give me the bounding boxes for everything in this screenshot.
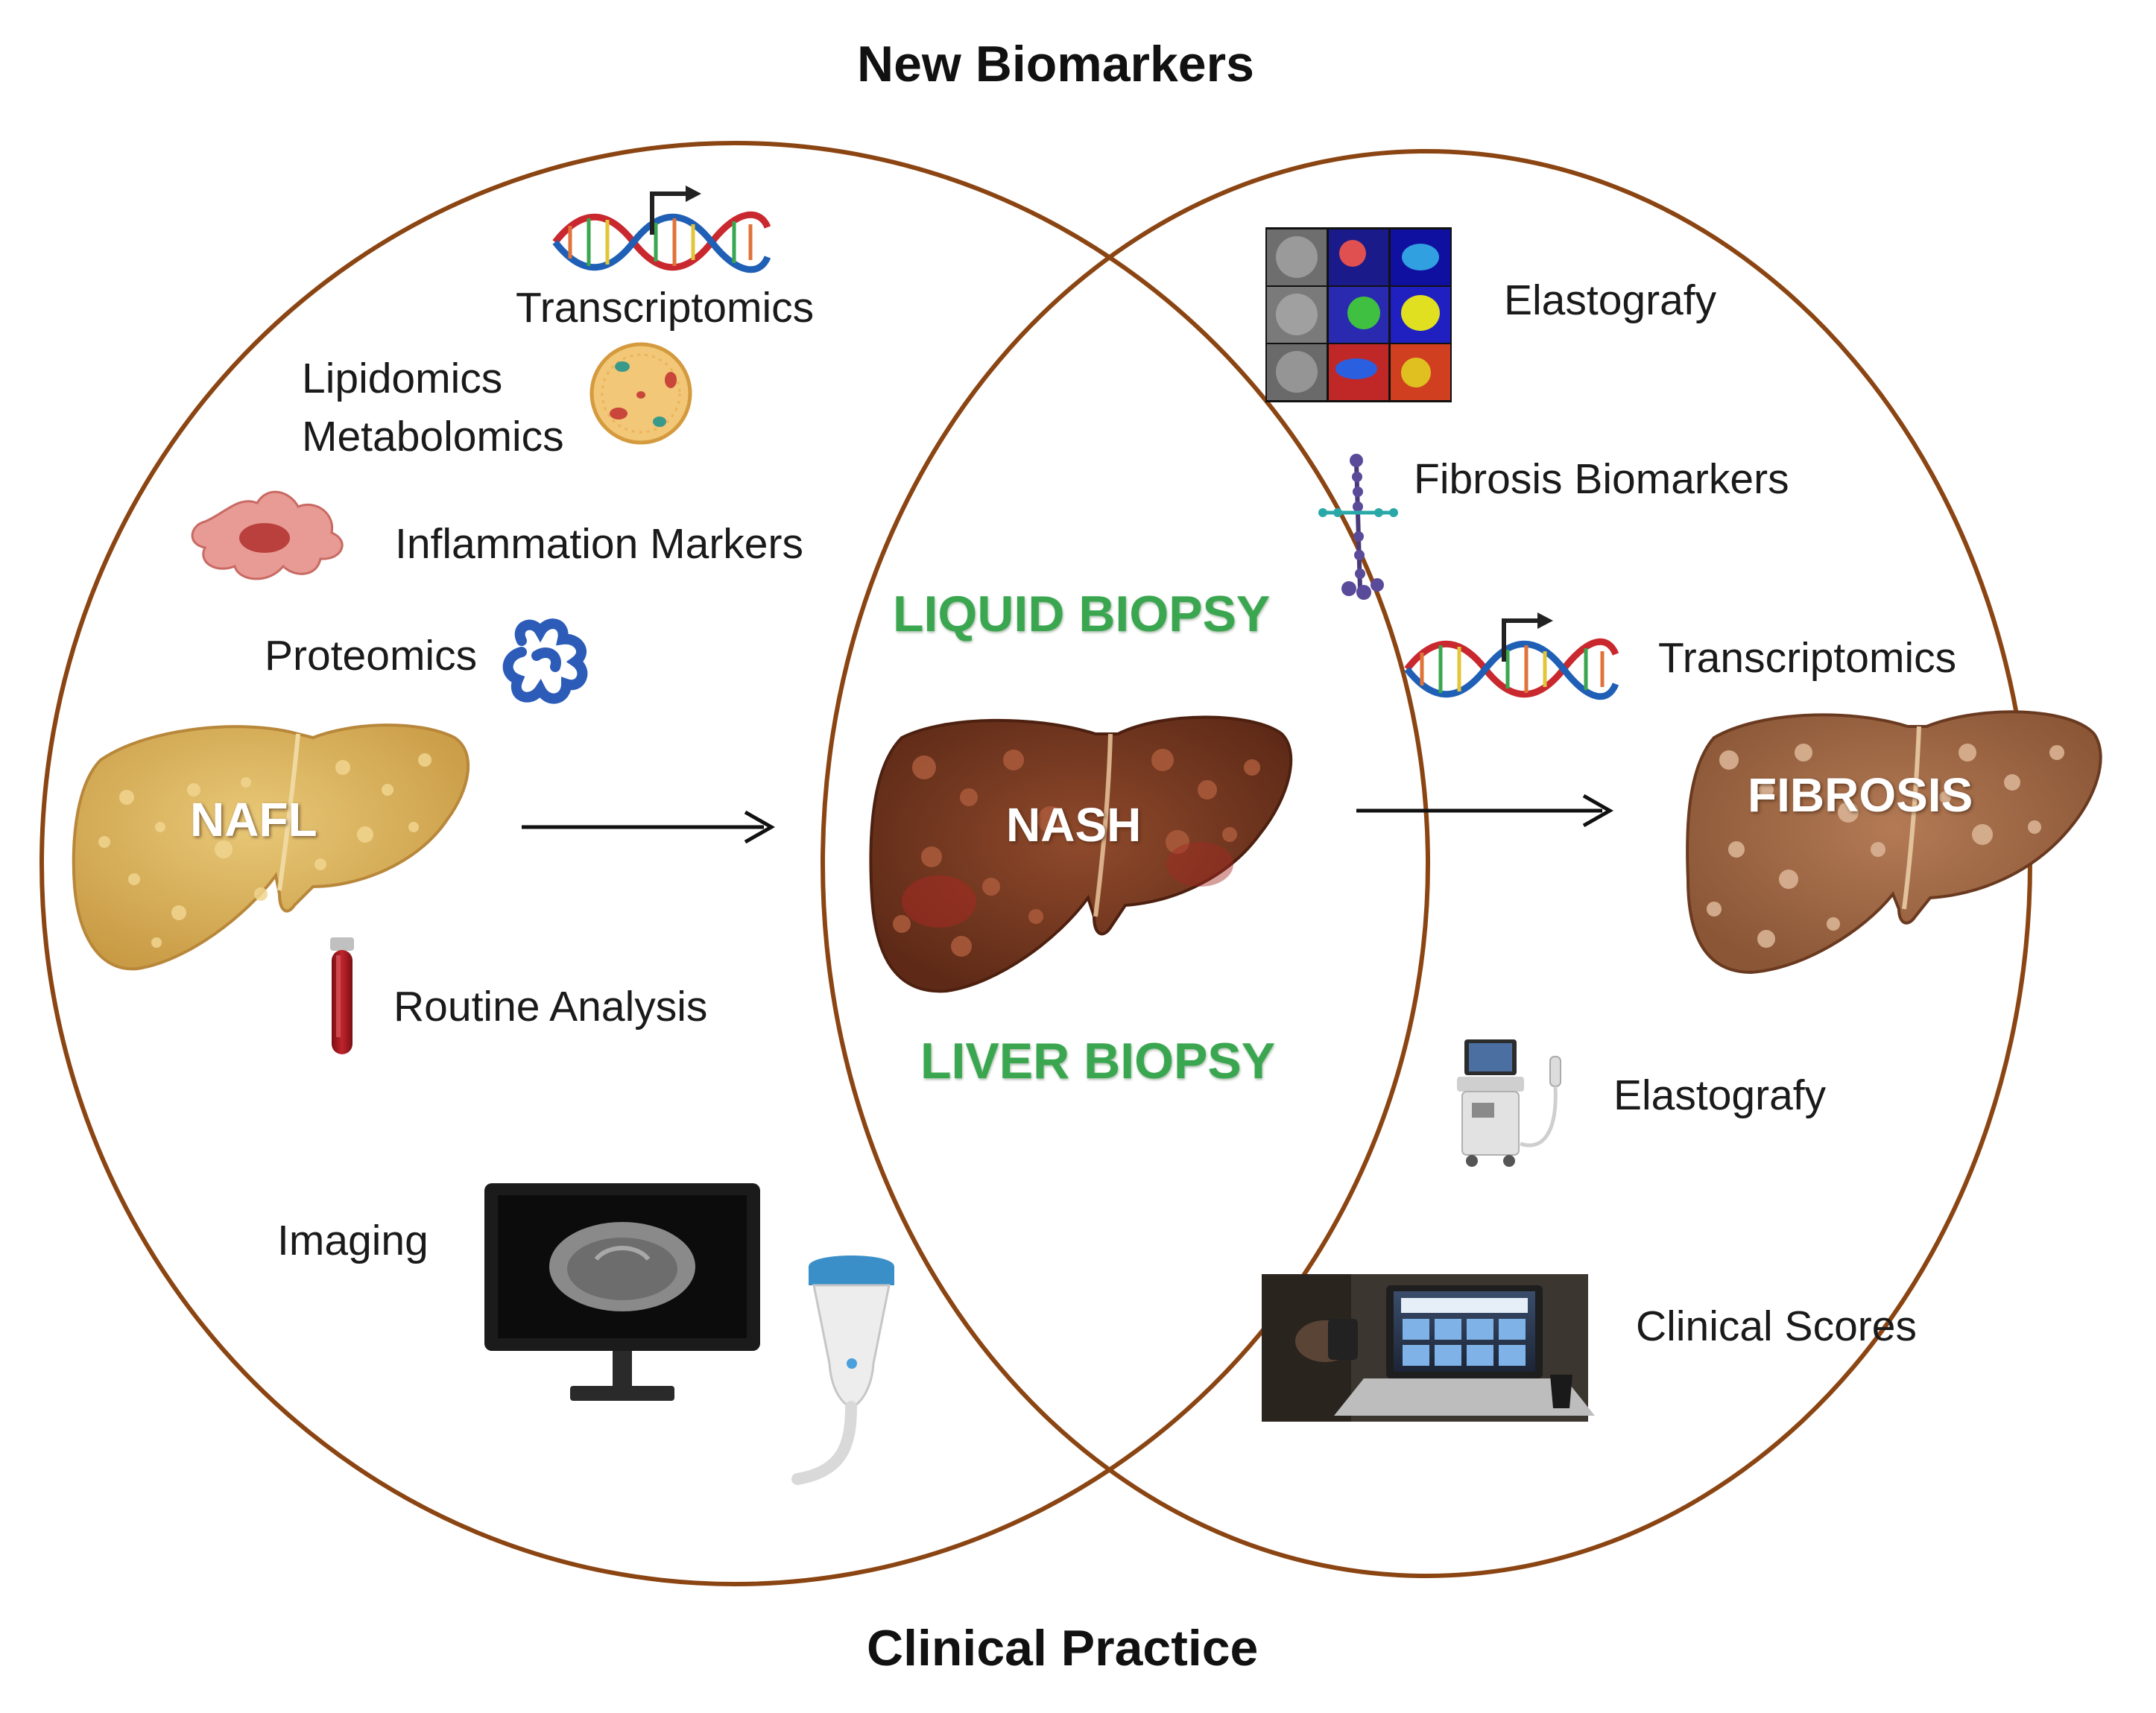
collagen-fiber-icon <box>1318 454 1398 600</box>
blood-tube-icon <box>330 937 354 1054</box>
fibrosis-liver-icon <box>1686 710 2102 975</box>
label-inflammation-markers: Inflammation Markers <box>395 520 803 568</box>
nash-liver-icon <box>869 715 1293 993</box>
label-liver-biopsy: LIVER BIOPSY <box>920 1033 1276 1089</box>
monitor-icon <box>484 1183 760 1401</box>
lipid-droplet-icon <box>589 342 692 445</box>
elastography-grid-icon <box>1265 227 1452 402</box>
label-proteomics: Proteomics <box>265 632 478 680</box>
label-elastografy-bottom: Elastografy <box>1613 1071 1827 1119</box>
arrow-nash-to-fibrosis <box>1356 794 1614 828</box>
laptop-calculator-icon <box>1262 1274 1595 1422</box>
ultrasound-machine-icon <box>1457 1039 1561 1167</box>
nafl-liver-icon <box>72 723 470 971</box>
label-elastografy-top: Elastografy <box>1504 276 1717 324</box>
left-set-ellipse <box>39 141 1430 1586</box>
label-fibrosis-biomarkers: Fibrosis Biomarkers <box>1414 455 1789 503</box>
ultrasound-probe-icon <box>791 1256 894 1485</box>
label-transcriptomics-left: Transcriptomics <box>516 284 815 332</box>
label-liquid-biopsy: LIQUID BIOPSY <box>893 586 1271 642</box>
stage-label-nafl: NAFL <box>190 793 317 846</box>
label-imaging: Imaging <box>277 1217 429 1264</box>
dna-icon <box>552 186 771 273</box>
bottom-heading: Clinical Practice <box>867 1620 1259 1676</box>
stage-label-nash: NASH <box>1006 798 1142 852</box>
label-clinical-scores: Clinical Scores <box>1636 1302 1917 1350</box>
label-transcriptomics-right: Transcriptomics <box>1658 634 1957 682</box>
label-metabolomics: Metabolomics <box>302 413 564 460</box>
protein-icon <box>502 618 588 704</box>
dna-icon <box>1404 612 1619 700</box>
arrow-nafl-to-nash <box>522 810 776 844</box>
top-heading: New Biomarkers <box>857 36 1254 92</box>
stage-label-fibrosis: FIBROSIS <box>1748 768 1973 822</box>
macrophage-icon <box>191 490 344 580</box>
label-lipidomics: Lipidomics <box>302 355 503 402</box>
label-routine-analysis: Routine Analysis <box>393 983 708 1030</box>
